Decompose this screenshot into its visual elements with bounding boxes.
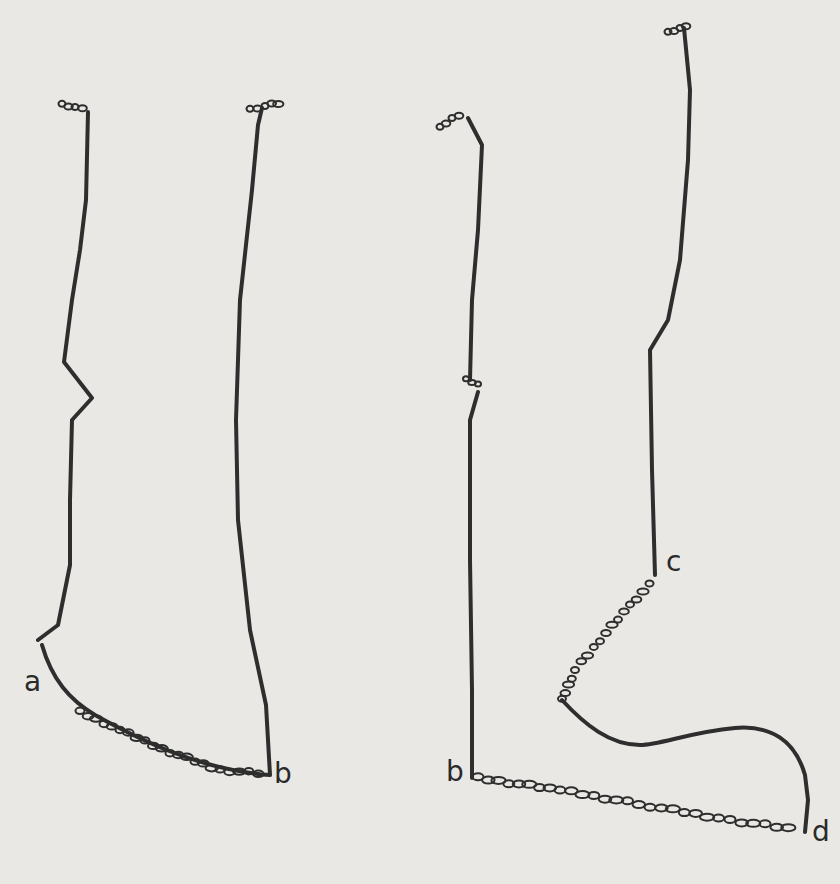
pebble bbox=[561, 690, 571, 696]
pebble bbox=[590, 644, 598, 650]
pebble bbox=[90, 715, 102, 721]
profile-b-d bbox=[468, 28, 808, 832]
pebble bbox=[588, 792, 599, 799]
point-letter: d bbox=[812, 818, 830, 846]
pebble bbox=[700, 814, 714, 821]
pebble bbox=[633, 801, 646, 808]
pebble bbox=[571, 667, 579, 673]
pebble bbox=[253, 106, 262, 112]
pebble bbox=[582, 653, 593, 659]
pebble bbox=[637, 589, 648, 595]
pebble bbox=[253, 771, 264, 777]
pebble bbox=[244, 768, 253, 774]
pebble-layer bbox=[59, 23, 796, 831]
profile-a-b bbox=[38, 108, 270, 775]
pebble bbox=[645, 804, 656, 811]
pebble bbox=[614, 617, 622, 623]
pebble bbox=[781, 824, 795, 831]
pebble bbox=[78, 105, 87, 111]
point-letter: b bbox=[274, 760, 292, 788]
pebble bbox=[632, 597, 642, 603]
pebble bbox=[760, 820, 771, 827]
pebble bbox=[555, 787, 566, 794]
pebble bbox=[76, 708, 85, 714]
point-letter: c bbox=[666, 548, 681, 576]
pebble bbox=[713, 815, 724, 822]
point-letter: a bbox=[24, 668, 41, 696]
pebble bbox=[746, 820, 760, 827]
pebble bbox=[442, 121, 451, 127]
pebble bbox=[619, 608, 629, 614]
pebble bbox=[622, 797, 633, 804]
pebble bbox=[475, 382, 481, 387]
pebble bbox=[596, 638, 604, 644]
pebble bbox=[666, 805, 680, 812]
pebble bbox=[682, 23, 691, 29]
pebble bbox=[216, 766, 225, 772]
pebble bbox=[601, 630, 611, 636]
pebble bbox=[273, 101, 283, 107]
pebble bbox=[679, 809, 690, 816]
pebble bbox=[455, 113, 464, 119]
pebble bbox=[725, 816, 736, 823]
pebble bbox=[568, 676, 576, 682]
pebble bbox=[646, 581, 654, 587]
point-letter: b bbox=[446, 758, 464, 786]
pebble bbox=[141, 737, 150, 743]
